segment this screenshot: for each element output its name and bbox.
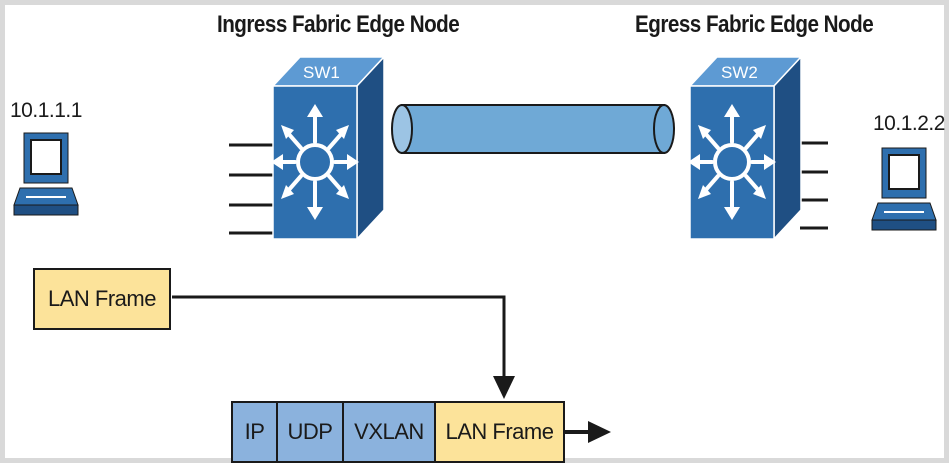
inner-lan-frame-cell: LAN Frame — [434, 401, 565, 463]
left-host-ip: 10.1.1.1 — [10, 99, 82, 122]
forward-arrow — [565, 421, 611, 443]
ip-header-cell: IP — [231, 401, 276, 463]
lan-frame-box: LAN Frame — [33, 268, 171, 330]
sw2-arrows-icon — [688, 104, 776, 220]
sw2-switch-icon — [688, 55, 803, 241]
sw1-arrows-icon — [271, 104, 359, 220]
sw2-label: SW2 — [721, 63, 758, 82]
left-pc-icon — [13, 132, 79, 216]
vxlan-tunnel — [391, 104, 675, 154]
ingress-heading: Ingress Fabric Edge Node — [217, 11, 460, 38]
encapsulation-flow-arrow — [172, 295, 515, 399]
sw1-label: SW1 — [303, 63, 340, 82]
right-pc-icon — [871, 147, 937, 231]
sw2-port-lines — [800, 141, 828, 230]
udp-header-cell: UDP — [276, 401, 342, 463]
vxlan-header-cell: VXLAN — [342, 401, 434, 463]
sw1-switch-icon — [271, 55, 386, 241]
egress-heading: Egress Fabric Edge Node — [635, 11, 874, 38]
right-host-ip: 10.1.2.2 — [873, 112, 945, 135]
sw1-port-lines — [229, 143, 274, 235]
encapsulated-packet: IP UDP VXLAN LAN Frame — [231, 401, 565, 463]
